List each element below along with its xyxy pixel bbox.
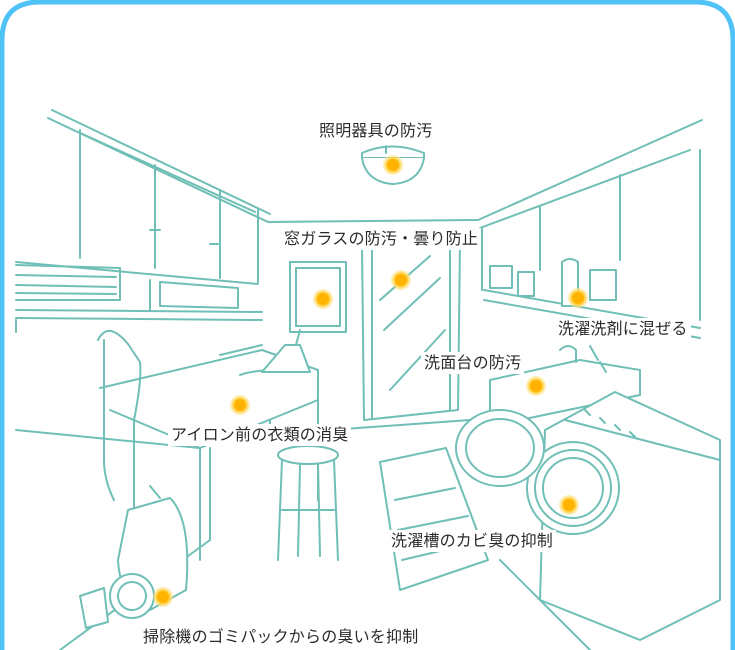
- glass-door: [361, 239, 461, 421]
- label-lighting: 照明器具の防汚: [316, 120, 436, 142]
- hotspot-marker-window[interactable]: [313, 289, 333, 309]
- hotspot-marker-washbasin[interactable]: [526, 376, 546, 396]
- left-upper-cabinets: [15, 129, 259, 285]
- window-drawing: [289, 261, 347, 333]
- right-upper-cabinets: [481, 149, 701, 339]
- hotspot-marker-vacuum[interactable]: [153, 587, 173, 607]
- hotspot-marker-washer-tub[interactable]: [559, 495, 579, 515]
- drum-door: [455, 409, 545, 487]
- label-ironing: アイロン前の衣類の消臭: [168, 424, 352, 446]
- hotspot-marker-ironing[interactable]: [230, 395, 250, 415]
- stool: [277, 445, 339, 561]
- hotspot-marker-door-glass[interactable]: [391, 270, 411, 290]
- label-window: 窓ガラスの防汚・曇り防止: [281, 228, 482, 250]
- hotspot-marker-lighting[interactable]: [383, 155, 403, 175]
- label-washbasin: 洗面台の防汚: [421, 352, 525, 374]
- washing-machine: [526, 391, 721, 641]
- label-vacuum: 掃除機のゴミパックからの臭いを抑制: [140, 626, 422, 648]
- left-shelf: [15, 264, 263, 333]
- label-detergent: 洗濯洗剤に混ぜる: [555, 318, 691, 340]
- hotspot-marker-detergent[interactable]: [568, 288, 588, 308]
- label-washer-tub: 洗濯槽のカビ臭の抑制: [388, 530, 557, 552]
- vacuum-cleaner: [79, 330, 189, 629]
